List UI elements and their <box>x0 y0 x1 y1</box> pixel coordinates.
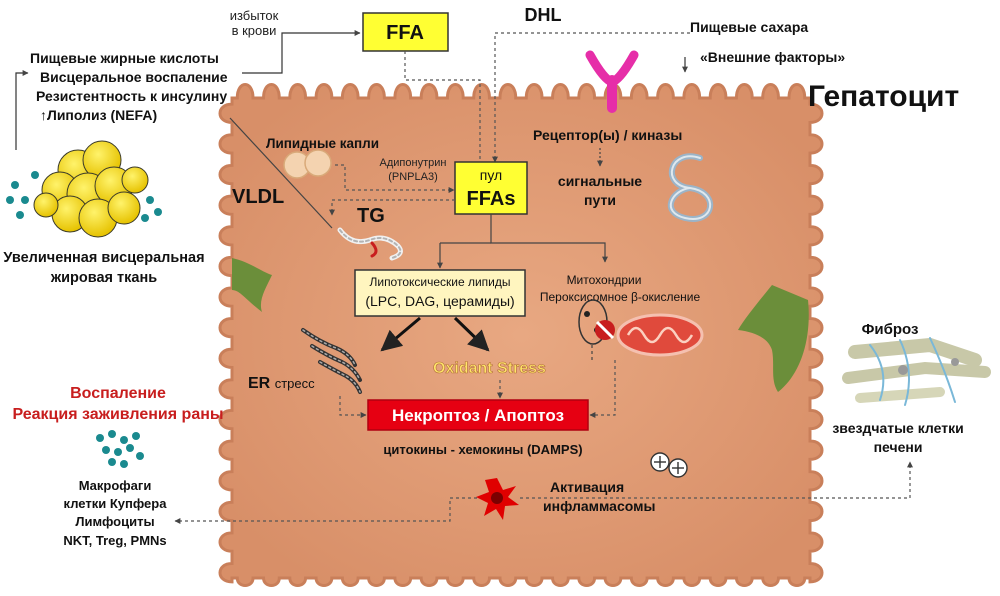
immune-cell-dot <box>114 448 122 456</box>
adipose-factors: Пищевые жирные кислоты Висцеральное восп… <box>30 50 228 123</box>
oxidant-stress-label: Oxidant Stress <box>433 360 546 377</box>
dhl-dashed-line <box>492 32 690 163</box>
lipid-droplets-label: Липидные капли <box>266 136 379 151</box>
immune-cell-dot <box>132 432 140 440</box>
vldl-label: VLDL <box>232 186 284 208</box>
adipose-line-2: Висцеральное воспаление <box>40 69 228 85</box>
immune-cell-dot <box>102 446 110 454</box>
inflammation-label-1: Воспаление <box>70 385 166 402</box>
tg-chain-icon <box>337 227 403 261</box>
immune-cell-2: клетки Купфера <box>64 496 168 511</box>
signaling-label-1: сигнальные <box>558 173 642 189</box>
arrow-pool-to-branches <box>490 214 608 263</box>
dietary-sugars-label: Пищевые сахара <box>690 19 808 35</box>
arrow-er-to-necroptosis <box>339 396 367 418</box>
ffa-dashed-line <box>404 51 481 162</box>
macrophage-dot <box>6 196 14 204</box>
macrophage-dot <box>154 208 162 216</box>
macrophage-dot <box>11 181 19 189</box>
adipose-line-1: Пищевые жирные кислоты <box>30 50 219 66</box>
immune-cell-dot <box>120 460 128 468</box>
lipid-droplets-icon <box>283 149 332 179</box>
immune-cell-dot <box>126 444 134 452</box>
immune-cell-4: NKT, Treg, PMNs <box>63 533 166 548</box>
hepatocyte-title: Гепатоцит <box>808 80 959 113</box>
arrow-pool-to-tg <box>329 199 455 216</box>
stellate-process-right-icon <box>738 285 809 392</box>
adipose-line-3: Резистентность к инсулину <box>36 88 227 104</box>
er-icon <box>301 328 362 394</box>
ffa-box <box>362 12 449 52</box>
arrow-text-to-ffa <box>242 30 361 74</box>
stellate-label-2: печени <box>874 439 923 455</box>
stellate-process-left-icon <box>232 258 272 312</box>
ffa-pool-label-2: FFAs <box>467 188 516 210</box>
arrow-lipotoxic-to-oxidant <box>453 316 490 352</box>
immune-cell-dot <box>136 452 144 460</box>
immune-cell-dot <box>96 434 104 442</box>
inflammasome-star-icon <box>476 478 519 520</box>
adipose-tissue-icon <box>6 140 162 238</box>
immune-cell-3: Лимфоциты <box>75 514 154 529</box>
inflammasome-label-1: Активация <box>550 479 624 495</box>
arrow-inflammasome-to-immune <box>174 497 477 524</box>
necroptosis-label: Некроптоз / Апоптоз <box>392 406 564 425</box>
immune-cells-list: Макрофаги клетки Купфера Лимфоциты NKT, … <box>63 478 167 548</box>
macrophage-dot <box>141 214 149 222</box>
immune-cell-dot <box>108 430 116 438</box>
signaling-label-2: пути <box>584 192 616 208</box>
immune-cell-dot <box>120 436 128 444</box>
macrophage-dot <box>146 196 154 204</box>
mitochondria-label-2: Пероксисомное β-окисление <box>540 290 701 304</box>
fat-cell <box>107 191 141 225</box>
adipose-tissue-label-1: Увеличенная висцеральная <box>3 250 204 266</box>
mitochondria-label-1: Митохондрии <box>567 273 642 287</box>
immune-cells-icon <box>96 430 144 468</box>
lipotoxic-label-1: Липотоксические липиды <box>369 275 510 289</box>
ffa-pool-label-1: пул <box>480 167 502 183</box>
inflammasome-complex-icon <box>650 452 688 478</box>
stellate-label-1: звездчатые клетки <box>832 420 963 436</box>
macrophage-dot <box>21 196 29 204</box>
inflammasome-label-2: инфламмасомы <box>543 498 655 514</box>
cytokines-label: цитокины - хемокины (DAMPS) <box>383 442 582 457</box>
fat-cell <box>33 192 59 218</box>
immune-cell-1: Макрофаги <box>79 478 152 493</box>
macrophage-dot <box>31 171 39 179</box>
macrophage-dot <box>16 211 24 219</box>
external-factors-label: «Внешние факторы» <box>700 49 845 65</box>
arrow-lipotoxic-to-er <box>380 316 421 352</box>
ffa-pool-box <box>454 161 528 215</box>
signaling-coil-icon <box>667 153 713 222</box>
arrow-adipose-to-text <box>15 70 29 150</box>
fibrosis-label: Фиброз <box>862 321 919 338</box>
lipotoxic-box <box>354 269 526 317</box>
arrow-mito-to-oxidant <box>590 345 593 361</box>
peroxisome-icon <box>578 299 615 345</box>
immune-cell-dot <box>108 458 116 466</box>
arrow-mito-to-necroptosis <box>589 360 616 418</box>
pnpla3-label: (PNPLA3) <box>388 171 438 183</box>
stellate-cells-icon <box>842 337 991 406</box>
inflammation-label-2: Реакция заживления раны <box>12 406 223 423</box>
receptor-kinases-label: Рецептор(ы) / киназы <box>533 127 682 143</box>
er-label: ER стресс <box>248 375 315 392</box>
mitochondrion-icon <box>616 313 704 357</box>
lipotoxic-label-2: (LPC, DAG, церамиды) <box>365 293 514 309</box>
tg-label: TG <box>357 205 385 227</box>
ffa-label: FFA <box>386 22 424 44</box>
necroptosis-box <box>367 399 589 431</box>
adipose-tissue-label-2: жировая ткань <box>50 270 157 286</box>
dhl-label: DHL <box>525 5 562 25</box>
arrow-inflammasome-to-stellate <box>520 461 913 499</box>
receptor-icon <box>585 50 639 113</box>
adipose-line-4: ↑Липолиз (NEFA) <box>40 107 157 123</box>
adiponutrin-label: Адипонутрин <box>380 157 447 169</box>
fat-cell <box>121 166 149 194</box>
vldl-line <box>229 117 333 229</box>
